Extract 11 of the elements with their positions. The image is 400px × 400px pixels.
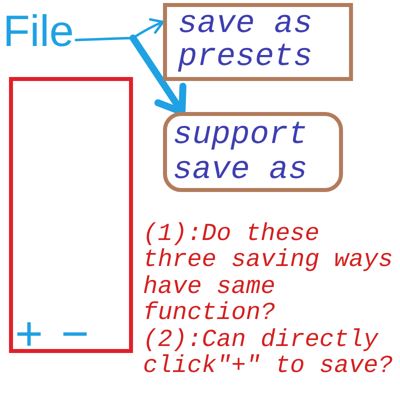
option-box [163,112,343,192]
option-text: save as presets [178,7,314,73]
plus-sign: + [15,311,44,359]
connector-arrow [130,34,186,116]
menu-label: File [3,10,74,54]
option-box [163,3,353,81]
note-text: (2):Can directly click"+" to save? [143,328,394,380]
note-text: (1):Do these three saving ways have same function? [143,222,394,328]
minus-sign: − [61,311,90,359]
option-text: support save as [173,117,308,187]
panel-frame [9,77,133,353]
